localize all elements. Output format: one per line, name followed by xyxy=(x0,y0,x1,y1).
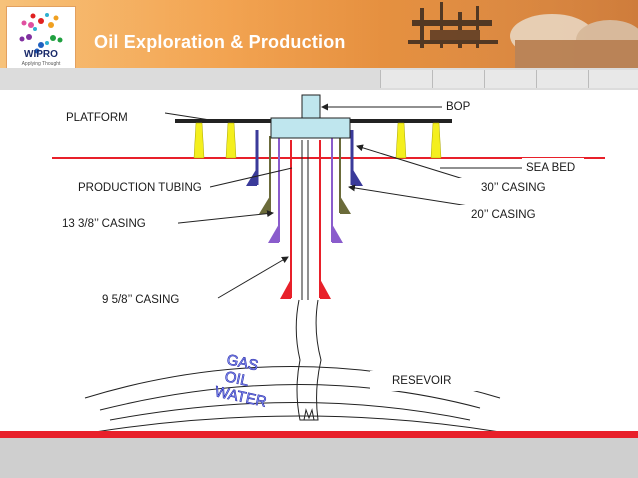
water-layer-label: WATER xyxy=(213,383,268,411)
wipro-logo-icon: WIPRO Applying Thought xyxy=(19,13,63,67)
footer-grey-bar xyxy=(0,438,638,478)
casing-20-arrow xyxy=(348,184,476,208)
bop-stack xyxy=(301,94,321,119)
open-hole-borehole xyxy=(295,299,322,421)
svg-text:WIPRO: WIPRO xyxy=(24,49,58,60)
offshore-rig-background-image xyxy=(0,0,638,68)
casing-9-5-8-inch xyxy=(280,140,331,299)
reservoir-strata-lines xyxy=(84,366,501,433)
casing-30-label: 30’’ CASING xyxy=(457,178,574,198)
production-tubing-label: PRODUCTION TUBING xyxy=(62,178,210,198)
oil-layer-label: OIL xyxy=(223,368,250,390)
bop-label: BOP xyxy=(442,97,480,117)
drill-bit-icon xyxy=(303,408,315,421)
band-cell xyxy=(588,70,638,88)
footer-red-bar xyxy=(0,431,638,438)
svg-text:Applying Thought: Applying Thought xyxy=(22,61,61,67)
platform-legs xyxy=(193,122,442,159)
sea-bed-label: SEA BED xyxy=(522,158,584,178)
leader-lines xyxy=(159,103,522,299)
production-tubing-leader-line xyxy=(209,167,293,188)
casing-13-3-8-arrow xyxy=(159,210,274,226)
slide-title: Oil Exploration & Production xyxy=(94,32,346,52)
platform-leader-line xyxy=(164,112,211,121)
casing-30-arrow xyxy=(356,144,471,182)
casing-9-5-8-label: 9 5/8’’ CASING xyxy=(74,290,200,310)
casing-9-5-8-arrow xyxy=(217,256,289,299)
wipro-logo: WIPRO Applying Thought xyxy=(6,6,76,68)
platform-label: PLATFORM xyxy=(62,107,165,129)
casing-13-3-8-inch xyxy=(268,138,343,243)
slide-header: WIPRO Applying Thought Oil Exploration &… xyxy=(0,0,638,68)
casing-13-3-8-label: 13 3/8’’ CASING xyxy=(58,214,178,234)
casing-20-label: 20’’ CASING xyxy=(449,205,564,225)
wellhead xyxy=(270,117,351,139)
casing-20-inch xyxy=(259,136,351,214)
gas-layer-label: GAS xyxy=(225,351,260,374)
production-tubing xyxy=(301,140,309,300)
reservoir-label: RESEVOIR xyxy=(370,371,480,391)
